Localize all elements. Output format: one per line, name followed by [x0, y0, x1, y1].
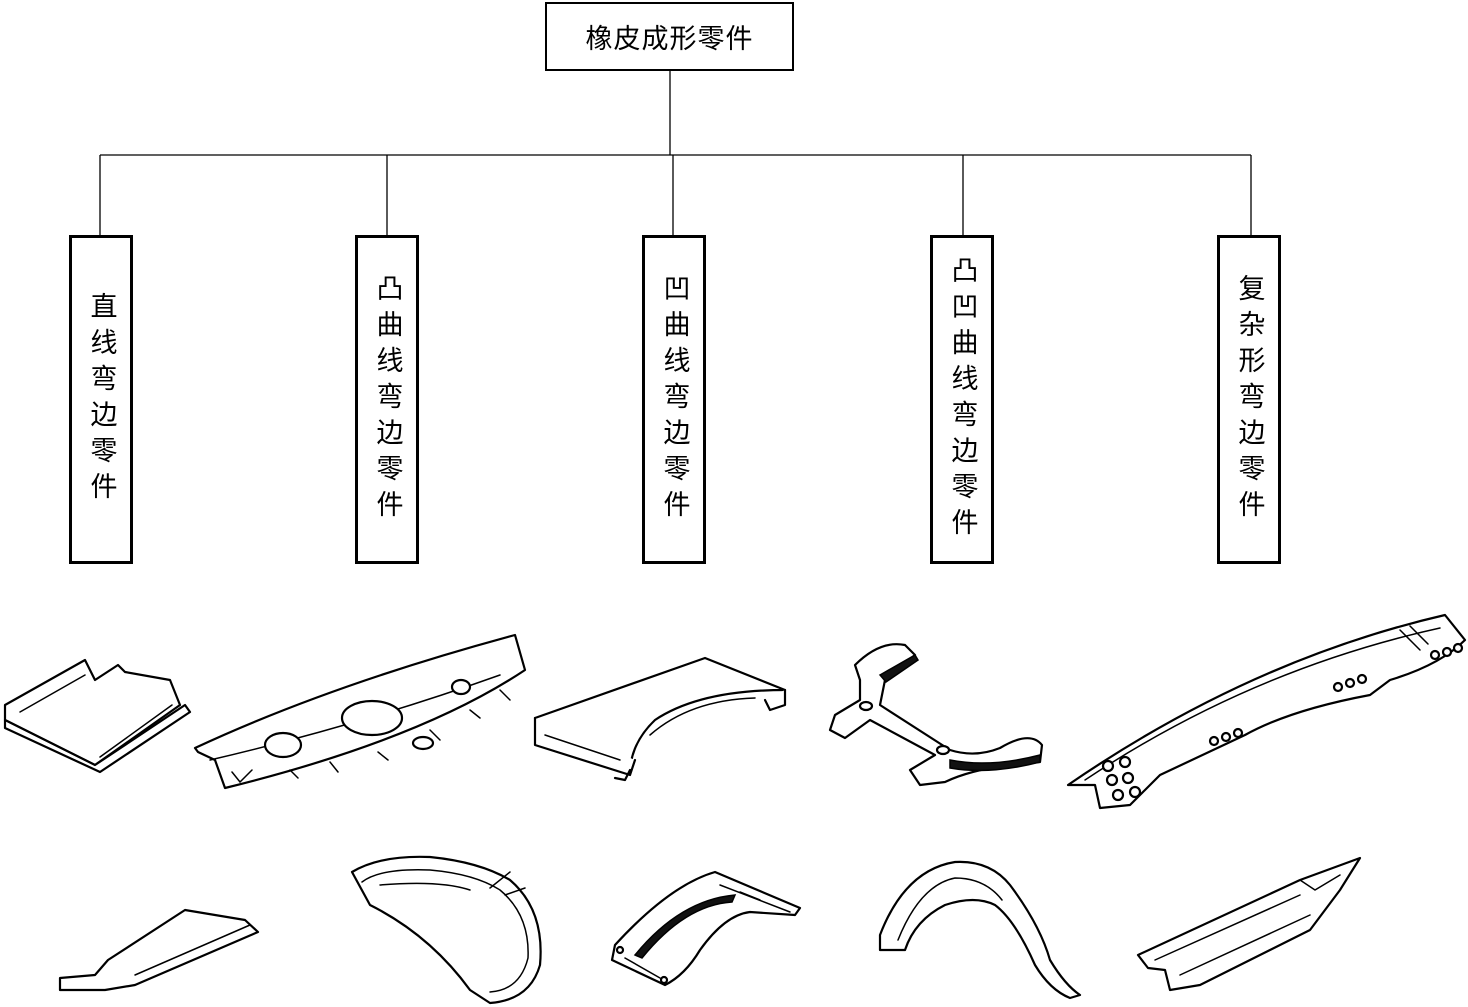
root-node: 橡皮成形零件	[545, 2, 794, 71]
rivet-holes	[1101, 642, 1464, 802]
part-convex-flange-2	[350, 855, 542, 1005]
part-concave-flange-2	[610, 870, 802, 987]
part-concave-flange-1	[533, 656, 787, 782]
part-complex-flange-2	[1136, 856, 1362, 992]
category-label: 复杂形弯边零件	[1233, 273, 1265, 526]
part-straight-flange-1	[3, 658, 192, 774]
category-complex: 复杂形弯边零件	[1217, 235, 1281, 564]
part-complex-flange-1	[1066, 613, 1467, 810]
part-convex-concave-flange-2	[878, 860, 1082, 1000]
category-label: 直线弯边零件	[85, 291, 117, 508]
category-label: 凸曲线弯边零件	[371, 273, 403, 526]
category-concave: 凹曲线弯边零件	[642, 235, 706, 564]
category-convex-concave: 凸凹曲线弯边零件	[930, 235, 994, 564]
category-straight: 直线弯边零件	[69, 235, 133, 564]
category-label: 凹曲线弯边零件	[658, 273, 690, 526]
category-convex: 凸曲线弯边零件	[355, 235, 419, 564]
category-label: 凸凹曲线弯边零件	[946, 255, 978, 544]
part-convex-flange-1	[193, 633, 527, 790]
part-straight-flange-2	[58, 908, 260, 992]
part-convex-concave-flange-1	[828, 643, 1044, 787]
root-label: 橡皮成形零件	[585, 24, 754, 55]
